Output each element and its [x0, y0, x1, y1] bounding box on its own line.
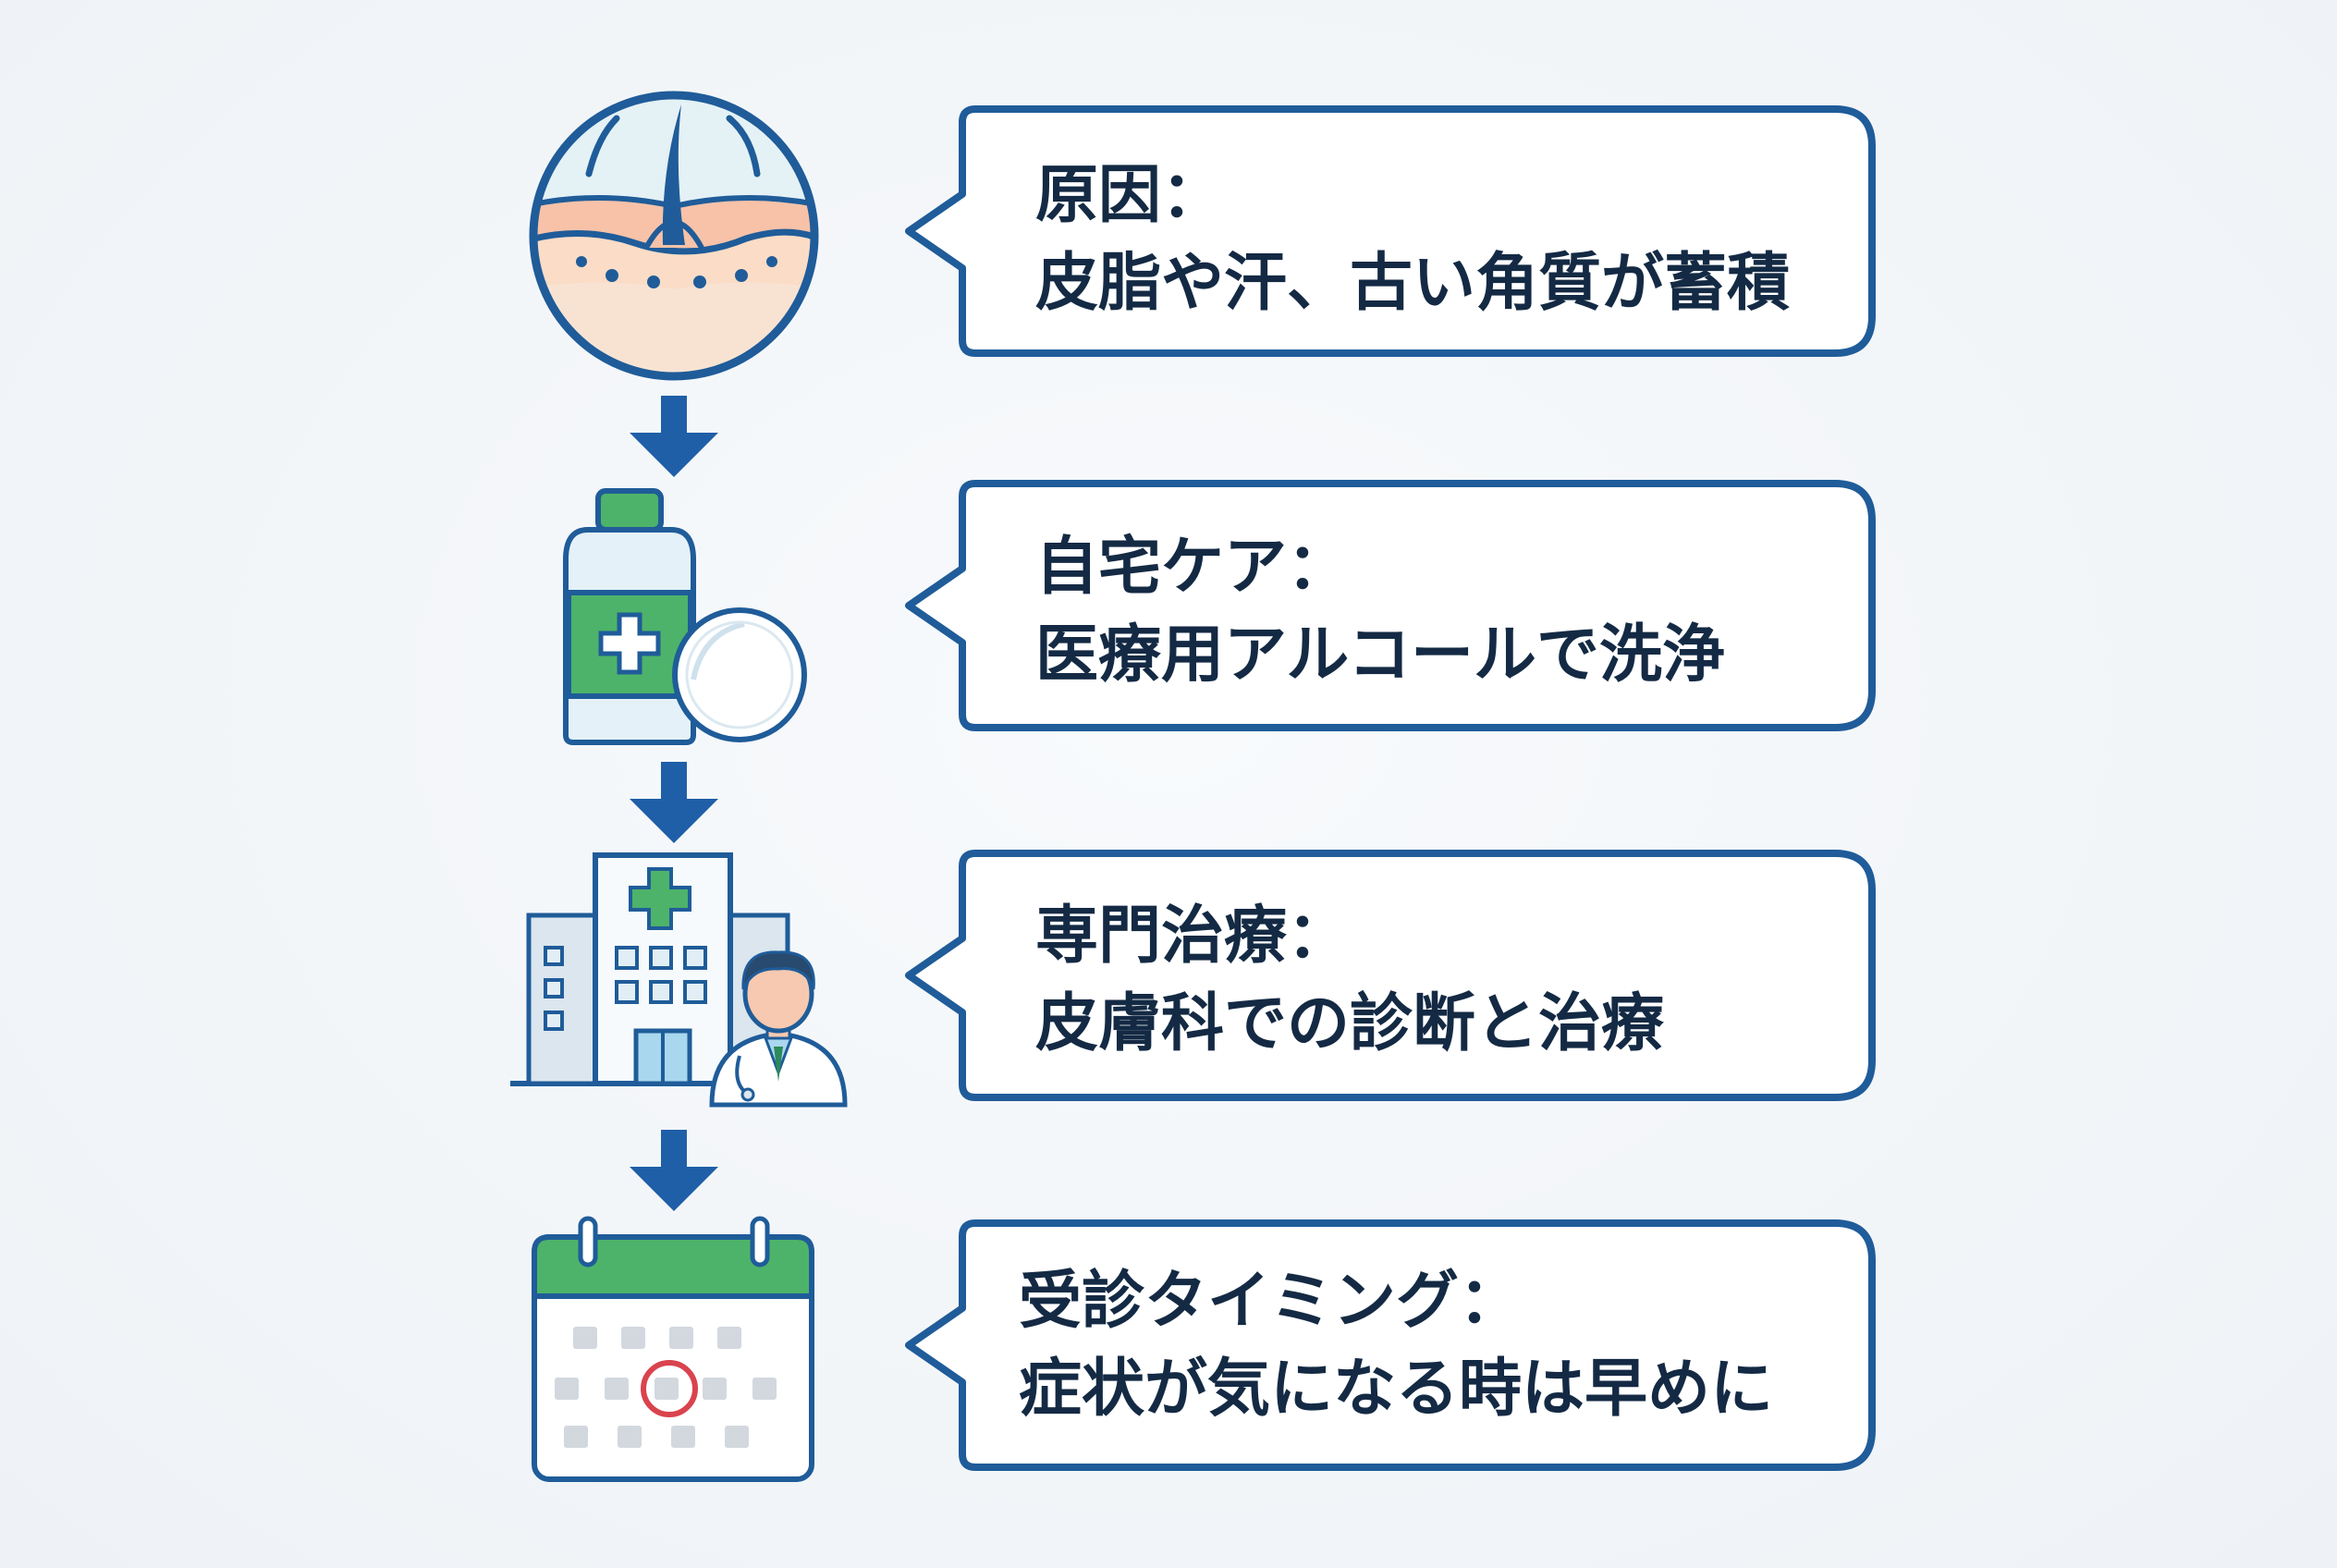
step-detail: 症状が気になる時は早めに: [1019, 1353, 1774, 1426]
speech-bubble: [905, 105, 1876, 357]
alcohol-bottle-icon: [563, 488, 807, 745]
step-text-timing: 受診タイミング： 症状が気になる時は早めに: [1019, 1257, 1851, 1433]
step-text-home-care: 自宅ケア： 医療用アルコールで洗浄: [1035, 523, 1867, 699]
step-title: 自宅ケア：: [1035, 531, 1351, 604]
step-title: 専門治療：: [1035, 900, 1351, 973]
speech-bubble: [905, 850, 1876, 1101]
down-arrow-icon: [630, 1130, 718, 1211]
calendar-icon: [532, 1216, 814, 1482]
speech-bubble: [905, 480, 1876, 731]
step-detail: 皮脂や汗、古い角質が蓄積: [1035, 247, 1791, 320]
hospital-doctor-icon: [510, 852, 848, 1108]
skin-pore-icon: [529, 91, 819, 381]
speech-bubble: [905, 1219, 1876, 1471]
step-title: 原因：: [1035, 159, 1225, 232]
step-text-treatment: 専門治療： 皮膚科での診断と治療: [1035, 892, 1867, 1068]
step-title: 受診タイミング：: [1019, 1265, 1523, 1338]
step-text-cause: 原因： 皮脂や汗、古い角質が蓄積: [1035, 152, 1867, 327]
down-arrow-icon: [630, 396, 718, 477]
down-arrow-icon: [630, 762, 718, 843]
step-detail: 医療用アルコールで洗浄: [1035, 619, 1725, 692]
step-detail: 皮膚科での診断と治療: [1035, 987, 1665, 1060]
